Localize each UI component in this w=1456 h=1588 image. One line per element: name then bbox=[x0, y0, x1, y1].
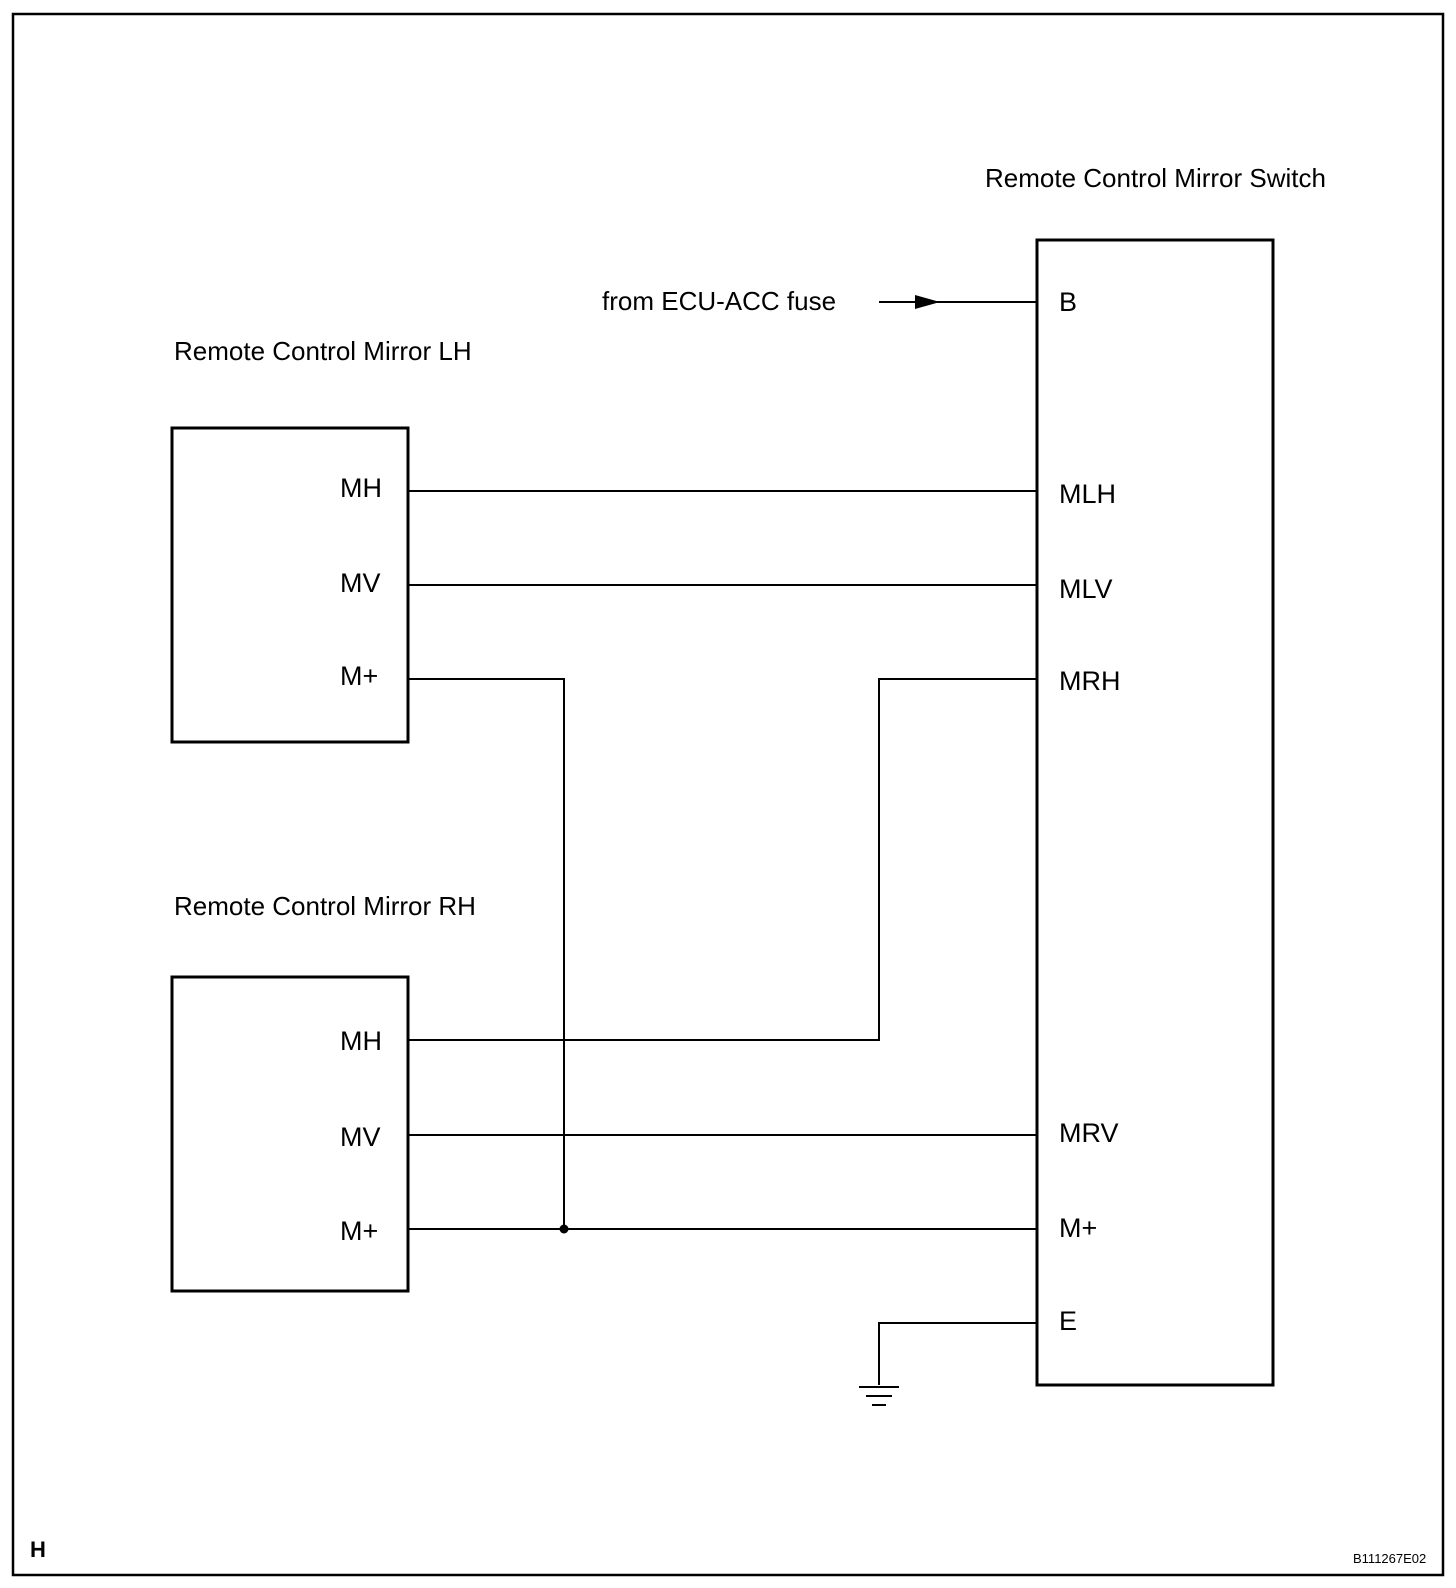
figure-code: B111267E02 bbox=[1353, 1551, 1426, 1566]
ground-icon bbox=[859, 1386, 899, 1406]
switch-pin-mlh: MLH bbox=[1059, 479, 1116, 509]
mirror-rh-title: Remote Control Mirror RH bbox=[174, 891, 476, 921]
switch-pin-mplus: M+ bbox=[1059, 1213, 1097, 1243]
wire-lh-mplus-to-common bbox=[408, 678, 565, 1229]
mirror-lh-pin-mh: MH bbox=[340, 473, 382, 503]
switch-box bbox=[1035, 238, 1275, 1387]
switch-title: Remote Control Mirror Switch bbox=[985, 163, 1326, 193]
mirror-rh-pin-mh: MH bbox=[340, 1026, 382, 1056]
switch-pin-mrh: MRH bbox=[1059, 666, 1121, 696]
switch-pin-mrv: MRV bbox=[1059, 1118, 1119, 1148]
switch-pin-mlv: MLV bbox=[1059, 574, 1113, 604]
switch-pin-b: B bbox=[1059, 287, 1077, 317]
junction-dot bbox=[559, 1224, 569, 1234]
mirror-lh-pin-mplus: M+ bbox=[340, 661, 378, 691]
mirror-rh-pin-mplus: M+ bbox=[340, 1216, 378, 1246]
power-arrow bbox=[915, 295, 940, 309]
switch-pin-e: E bbox=[1059, 1306, 1077, 1336]
diagram-frame bbox=[11, 12, 1445, 1577]
mirror-lh-title: Remote Control Mirror LH bbox=[174, 336, 472, 366]
power-source-label: from ECU-ACC fuse bbox=[602, 286, 836, 316]
wire-rh-mh-to-mrh bbox=[408, 678, 1037, 1041]
mirror-lh-pin-mv: MV bbox=[340, 568, 381, 598]
corner-label: H bbox=[30, 1537, 46, 1562]
wire-e-to-ground bbox=[878, 1322, 1037, 1385]
mirror-rh-pin-mv: MV bbox=[340, 1122, 381, 1152]
